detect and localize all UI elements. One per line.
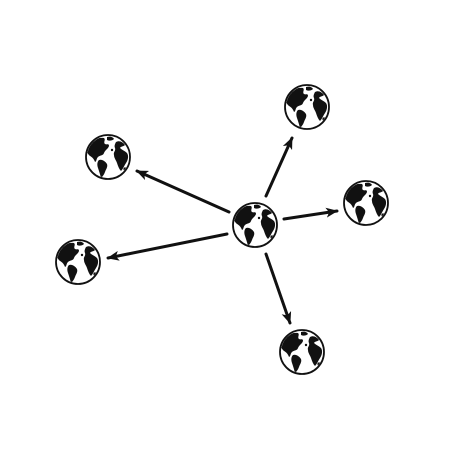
arrow-to-upper-left xyxy=(135,169,231,214)
arrow-to-upper-right xyxy=(264,136,294,198)
center-globe-icon xyxy=(233,203,277,247)
arrow-to-left xyxy=(106,232,229,261)
globe-nodes xyxy=(56,85,388,374)
upper-left-globe-icon xyxy=(86,135,130,179)
upper-right-globe-icon xyxy=(285,85,329,129)
right-globe-icon xyxy=(344,181,388,225)
left-globe-icon xyxy=(56,240,100,284)
arrow-to-bottom xyxy=(264,252,292,325)
connections xyxy=(106,136,339,325)
bottom-globe-icon xyxy=(280,330,324,374)
arrow-to-right xyxy=(282,207,339,221)
